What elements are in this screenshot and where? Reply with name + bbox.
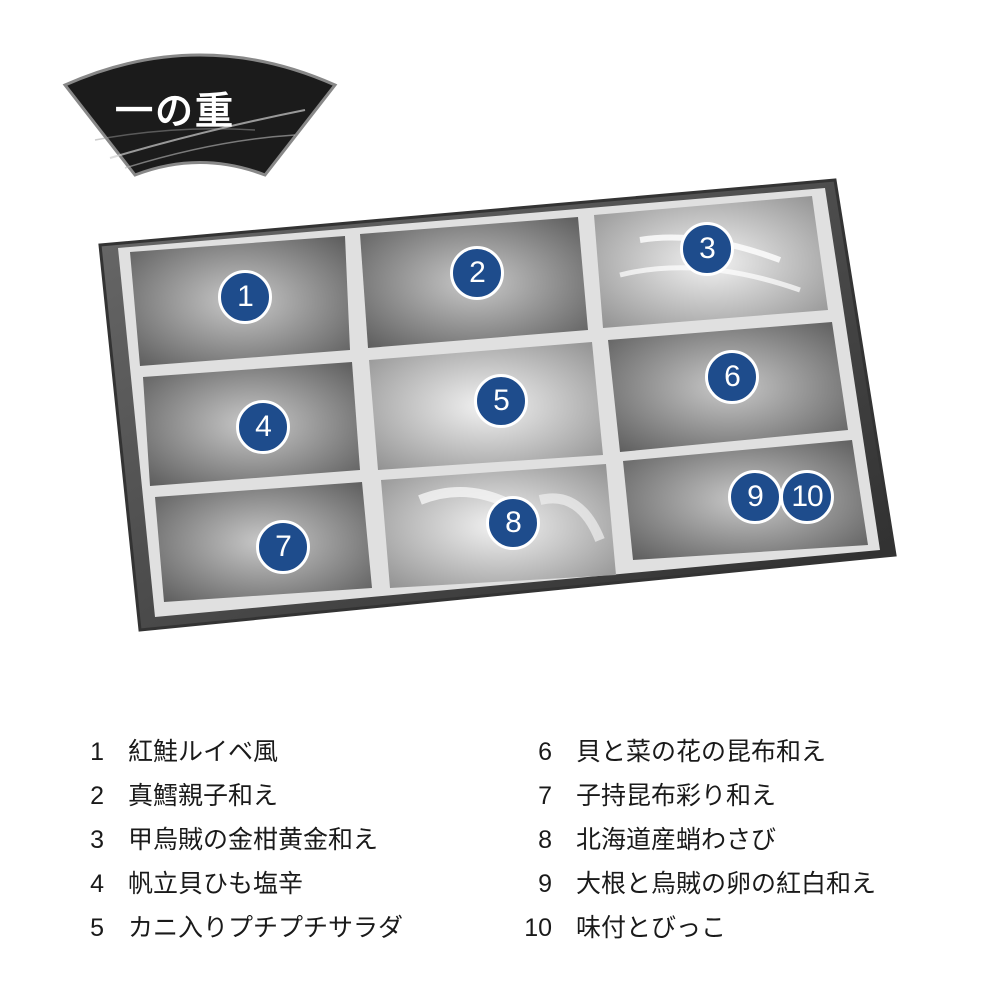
legend-number: 7 bbox=[538, 782, 552, 810]
legend-label: 大根と烏賊の卵の紅白和え bbox=[576, 869, 877, 898]
badge-8: 8 bbox=[486, 496, 540, 550]
legend-label: 真鱈親子和え bbox=[128, 781, 279, 810]
badge-2: 2 bbox=[450, 246, 504, 300]
legend-label: 貝と菜の花の昆布和え bbox=[576, 737, 827, 766]
legend-left: 1 紅鮭ルイベ風 2 真鱈親子和え 3 甲烏賊の金柑黄金和え 4 帆立貝ひも塩辛 5 カニ… bbox=[62, 730, 403, 950]
legend-right: 6 貝と菜の花の昆布和え 7 子持昆布彩り和え 8 北海道産蛸わさび 9 大根と烏賊の卵… bbox=[510, 730, 876, 950]
legend-number: 1 bbox=[90, 738, 104, 766]
legend-number: 9 bbox=[538, 870, 552, 898]
legend-number: 6 bbox=[538, 738, 552, 766]
badge-10: 10 bbox=[780, 470, 834, 524]
legend-item: 9 大根と烏賊の卵の紅白和え bbox=[510, 862, 876, 906]
badge-3: 3 bbox=[680, 222, 734, 276]
legend-item: 3 甲烏賊の金柑黄金和え bbox=[62, 818, 403, 862]
legend-item: 4 帆立貝ひも塩辛 bbox=[62, 862, 403, 906]
legend-item: 6 貝と菜の花の昆布和え bbox=[510, 730, 876, 774]
badge-5: 5 bbox=[474, 374, 528, 428]
page-title: 一の重 bbox=[115, 88, 236, 133]
legend-item: 2 真鱈親子和え bbox=[62, 774, 403, 818]
legend-number: 8 bbox=[538, 826, 552, 854]
legend-label: 帆立貝ひも塩辛 bbox=[128, 869, 304, 898]
legend-item: 1 紅鮭ルイベ風 bbox=[62, 730, 403, 774]
legend-item: 8 北海道産蛸わさび bbox=[510, 818, 876, 862]
badge-9: 9 bbox=[728, 470, 782, 524]
jubako-photo bbox=[98, 178, 897, 632]
legend-label: 子持昆布彩り和え bbox=[576, 781, 777, 810]
legend-label: カニ入りプチプチサラダ bbox=[128, 913, 404, 942]
badge-7: 7 bbox=[256, 520, 310, 574]
title-fan-shape bbox=[62, 53, 338, 177]
badge-1: 1 bbox=[218, 270, 272, 324]
legend-item: 10 味付とびっこ bbox=[510, 906, 876, 950]
legend-label: 味付とびっこ bbox=[576, 913, 727, 942]
legend-label: 紅鮭ルイベ風 bbox=[128, 737, 279, 766]
legend-number: 4 bbox=[90, 870, 104, 898]
legend-number: 3 bbox=[90, 826, 104, 854]
legend-item: 5 カニ入りプチプチサラダ bbox=[62, 906, 403, 950]
legend-number: 10 bbox=[524, 914, 552, 942]
badge-6: 6 bbox=[705, 350, 759, 404]
legend-number: 2 bbox=[90, 782, 104, 810]
badge-4: 4 bbox=[236, 400, 290, 454]
legend-item: 7 子持昆布彩り和え bbox=[510, 774, 876, 818]
legend-label: 甲烏賊の金柑黄金和え bbox=[128, 825, 379, 854]
legend-label: 北海道産蛸わさび bbox=[576, 825, 777, 854]
legend-number: 5 bbox=[90, 914, 104, 942]
